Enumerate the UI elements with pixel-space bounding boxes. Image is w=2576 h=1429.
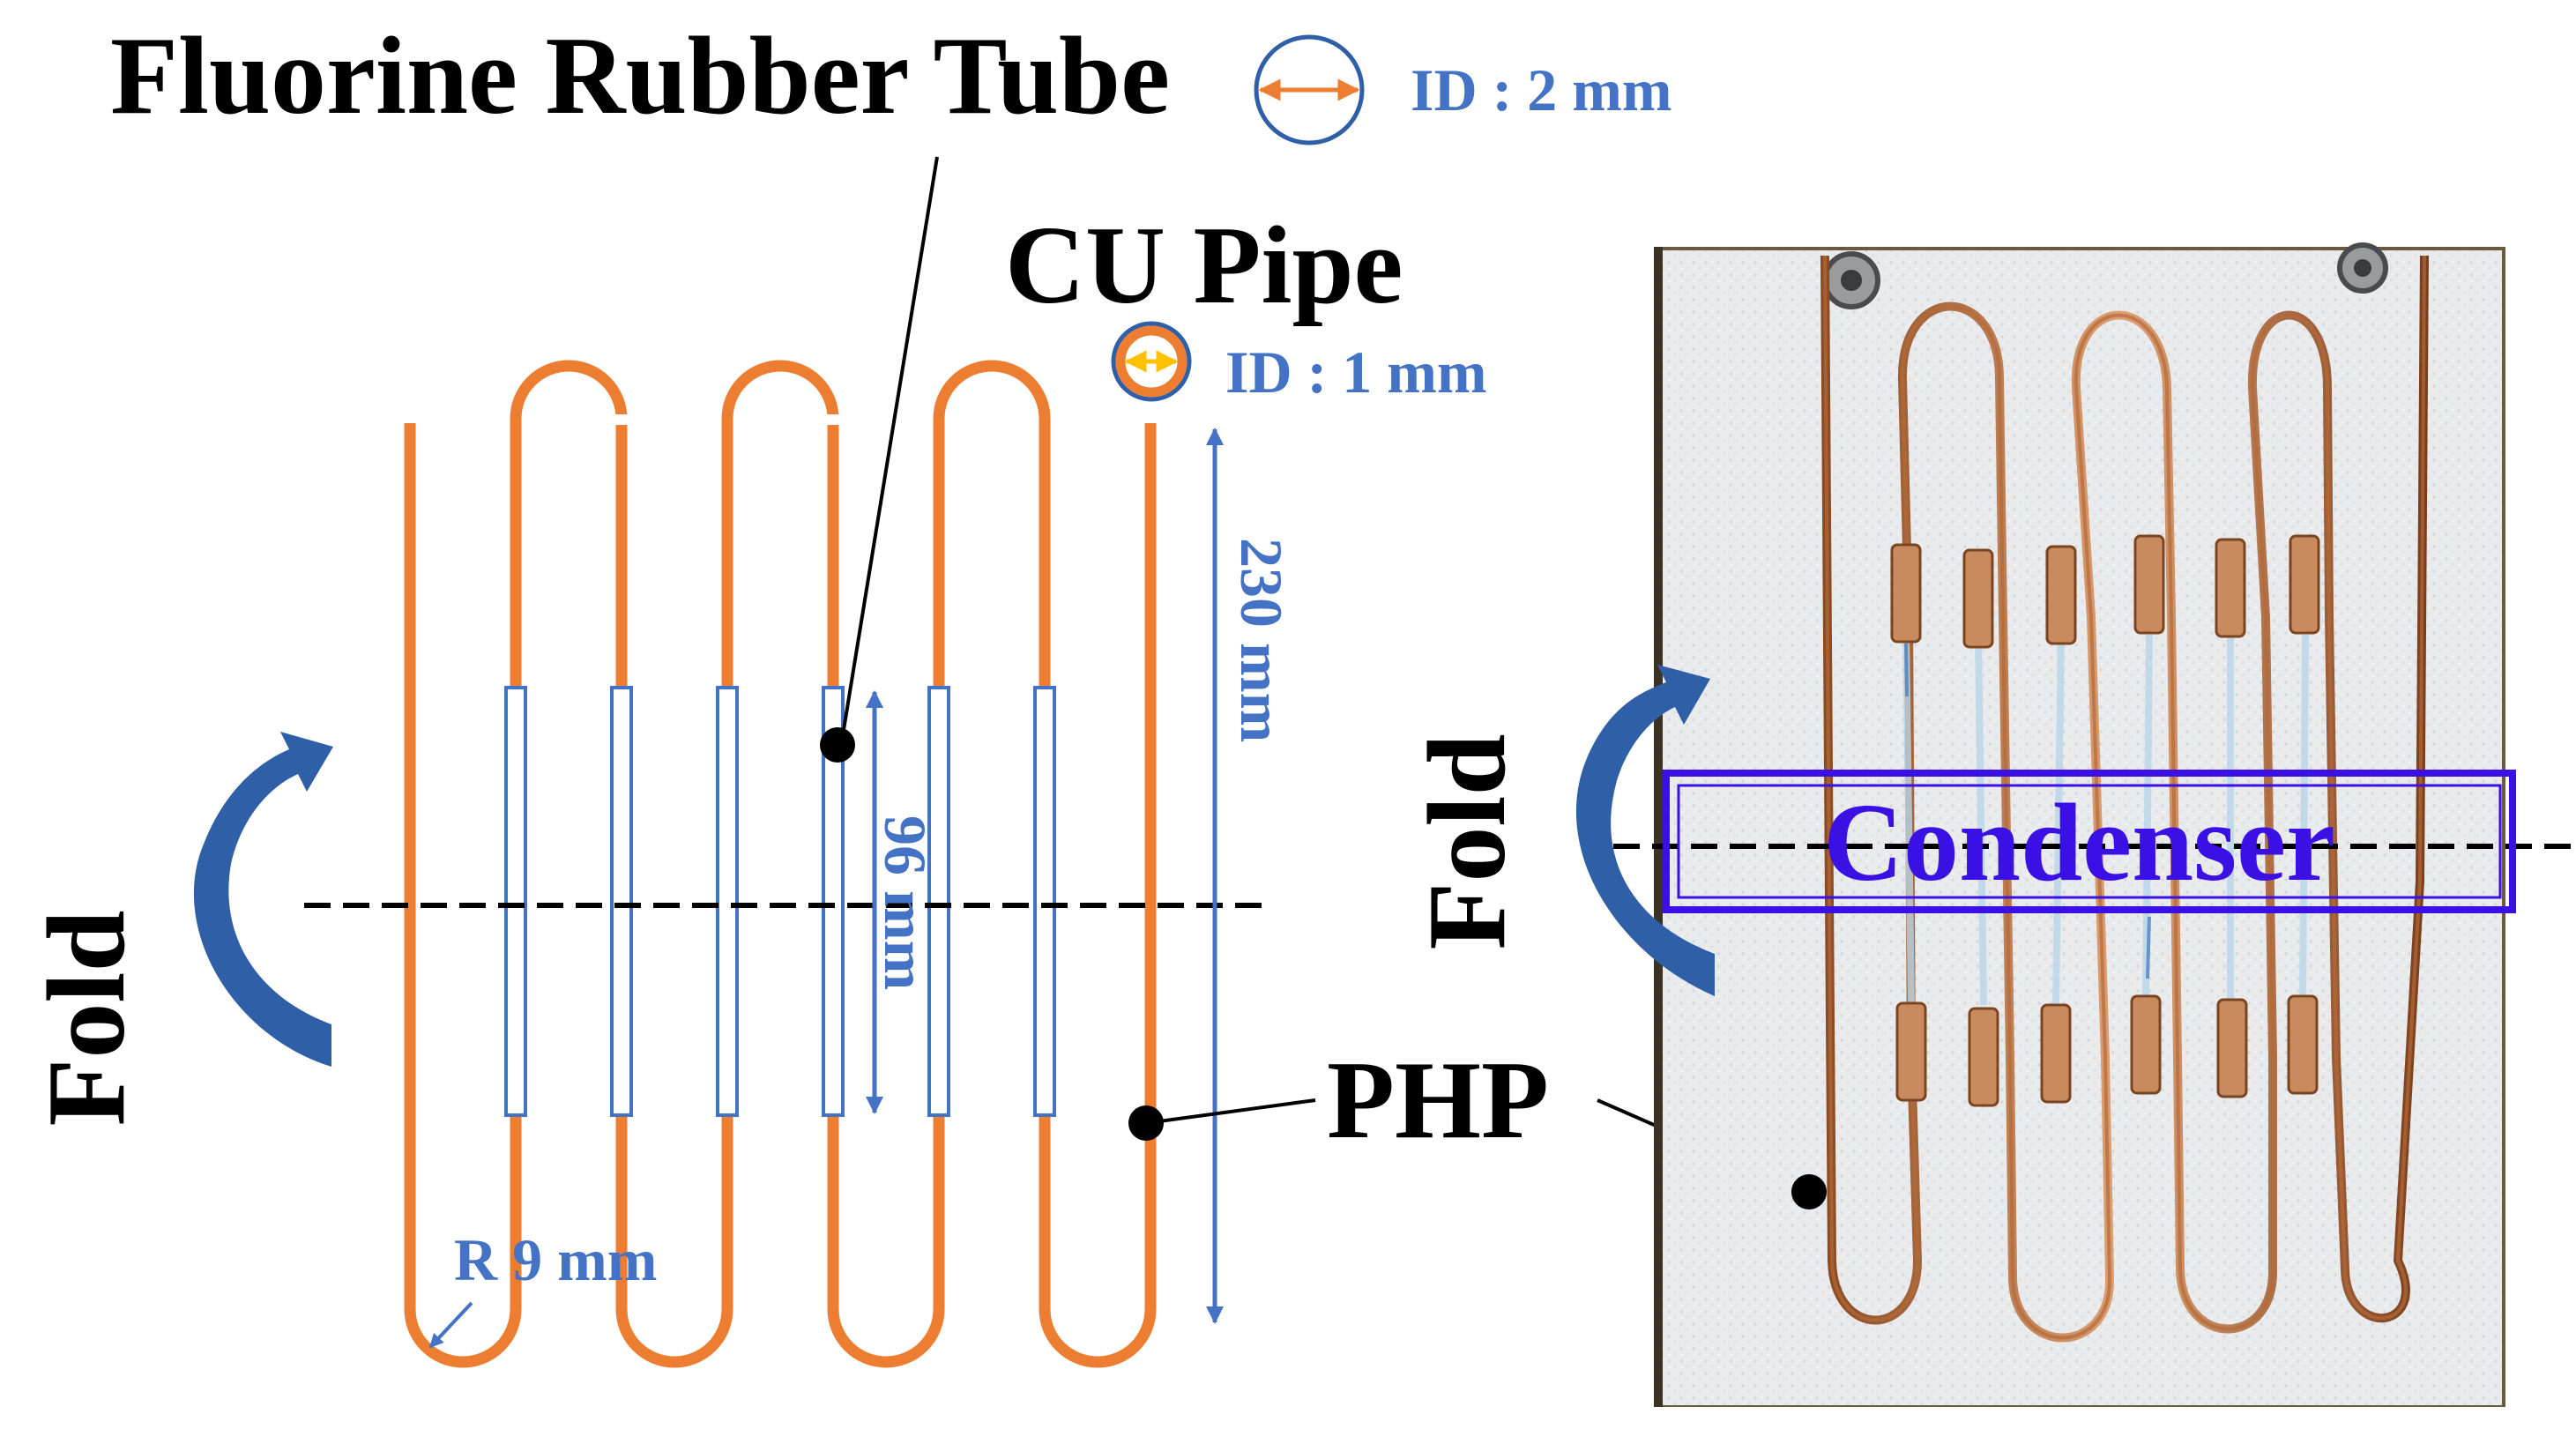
photo-connectors-top [1890, 534, 2320, 649]
fold-label-left: Fold [26, 910, 148, 1126]
fluorine-tube-title: Fluorine Rubber Tube [110, 15, 1170, 138]
curved-arrow-icon [1575, 665, 1715, 996]
radius-label: R 9 mm [454, 1226, 657, 1293]
condenser-label: Condenser [1823, 782, 2335, 904]
radius-arrow [428, 1301, 473, 1349]
pipe-inner-diameter: ID : 1 mm [1225, 339, 1487, 406]
pipe-gap [614, 414, 629, 425]
rubber-tube [504, 686, 527, 1117]
php-leader-left [1145, 1098, 1316, 1125]
condenser-inner-box [1677, 784, 2502, 899]
dimension-230-label: 230 mm [1228, 538, 1295, 742]
rubber-tube [1033, 686, 1056, 1117]
dimension-96-label: 96 mm [872, 815, 939, 990]
php-photo [1654, 242, 2505, 1407]
rubber-tube [822, 686, 845, 1117]
tube-leader-line [840, 156, 939, 741]
php-leader-dot-right [1791, 1174, 1827, 1209]
tube-inner-diameter: ID : 2 mm [1411, 56, 1672, 123]
pipe-cross-section-icon [1111, 321, 1192, 402]
pipe-gap [826, 414, 840, 425]
condenser-box [1663, 770, 2516, 913]
php-leader-dot-left [1128, 1105, 1164, 1141]
tube-leader-dot [820, 727, 855, 763]
curved-arrow-icon [193, 732, 333, 1067]
php-serpentine-pipe [404, 360, 1157, 1368]
cu-pipe-label: CU Pipe [1005, 205, 1403, 327]
rubber-tube [610, 686, 633, 1117]
php-label: PHP [1327, 1039, 1549, 1162]
circle-double-arrow-icon [1254, 34, 1365, 145]
fold-label-right: Fold [1406, 733, 1529, 949]
rubber-tubes [504, 686, 1056, 1117]
rubber-tube [716, 686, 739, 1117]
rubber-tube [927, 686, 950, 1117]
photo-connectors-bottom [1895, 994, 2319, 1107]
